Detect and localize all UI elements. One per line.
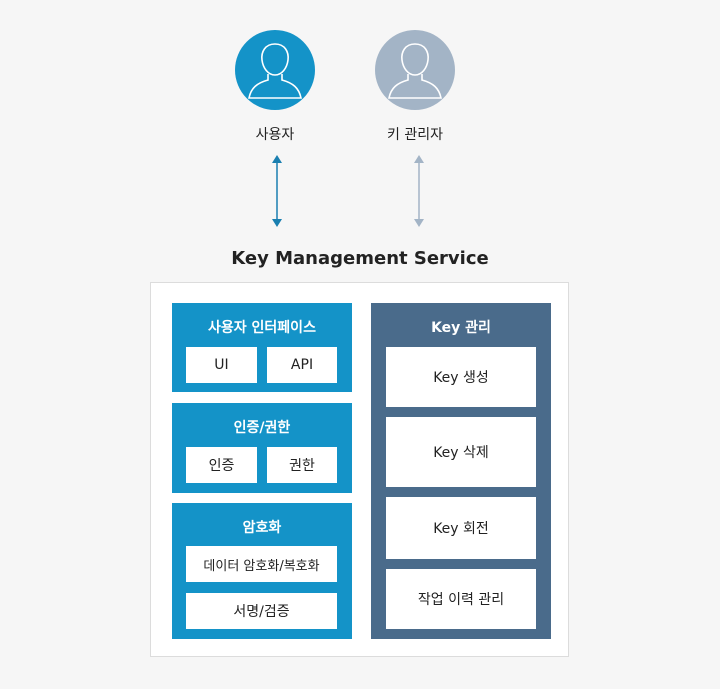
authorization-box: 권한 [267,447,337,483]
authentication-box: 인증 [186,447,257,483]
auth-panel-title: 인증/권한 [233,420,291,436]
key-rotate-box: Key 회전 [386,497,536,559]
auth-panel: 인증/권한 인증 권한 [172,403,352,493]
service-container: 사용자 인터페이스 UI API 인증/권한 인증 권한 암호화 데이터 암호화… [150,282,569,657]
key-management-panel: Key 관리 Key 생성 Key 삭제 Key 회전 작업 이력 관리 [371,303,551,639]
crypto-panel-title: 암호화 [242,520,282,536]
key-panel-title: Key 관리 [431,320,491,336]
sign-verify-box: 서명/검증 [186,593,337,629]
ui-panel: 사용자 인터페이스 UI API [172,303,352,392]
job-history-box: 작업 이력 관리 [386,569,536,629]
encrypt-decrypt-box: 데이터 암호화/복호화 [186,546,337,582]
actor-key-admin: 키 관리자 [355,30,475,144]
key-admin-avatar-icon [375,30,455,110]
bidirectional-arrow-icon [272,155,282,227]
actor-user: 사용자 [215,30,335,144]
actor-key-admin-label: 키 관리자 [387,127,443,143]
ui-panel-title: 사용자 인터페이스 [208,320,316,336]
user-avatar-icon [235,30,315,110]
api-box: API [267,347,337,383]
actor-user-label: 사용자 [255,127,295,143]
key-create-box: Key 생성 [386,347,536,407]
key-delete-box: Key 삭제 [386,417,536,487]
service-title: Key Management Service [231,248,489,269]
ui-box: UI [186,347,257,383]
bidirectional-arrow-icon [414,155,424,227]
crypto-panel: 암호화 데이터 암호화/복호화 서명/검증 [172,503,352,639]
